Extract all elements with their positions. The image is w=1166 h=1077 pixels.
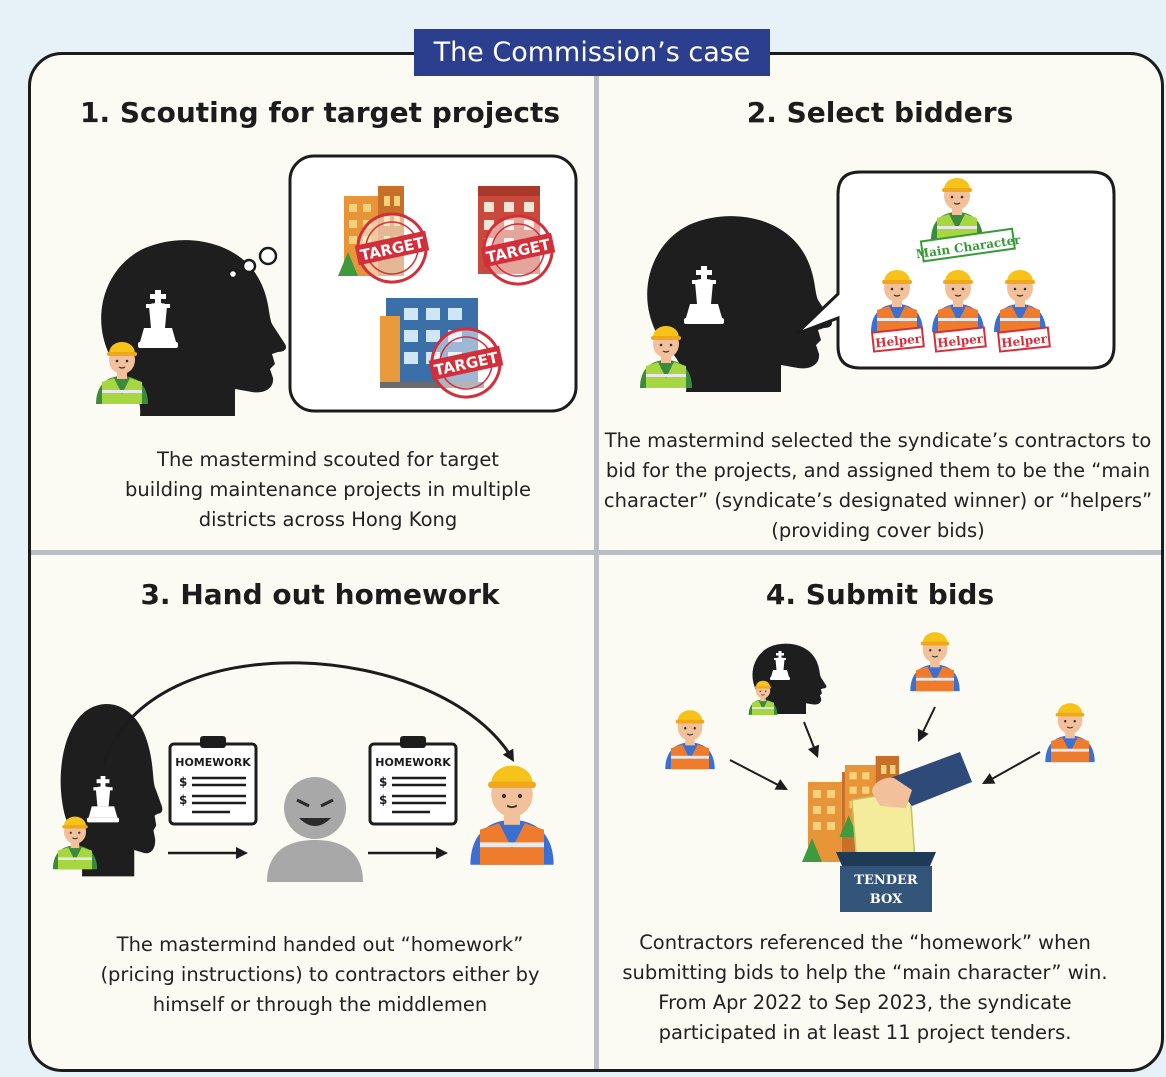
helper-label-1-text: Helper — [875, 332, 923, 351]
thought-bubbles — [227, 246, 278, 280]
svg-text:$: $ — [179, 775, 187, 789]
direct-arrow — [101, 661, 514, 766]
homework-clipboard-2: HOMEWORK $ $ — [368, 736, 458, 826]
banner-title: The Commission’s case — [414, 29, 770, 76]
hand — [872, 777, 912, 808]
panel-2-caption: The mastermind selected the syndicate’s … — [603, 429, 1153, 542]
panel-3-title: 3. Hand out homework — [140, 578, 500, 611]
contractor-worker-right — [1044, 702, 1096, 763]
svg-text:$: $ — [379, 775, 387, 789]
tender-box-text-1: TENDER — [854, 873, 918, 888]
contractor-worker-left — [664, 709, 716, 770]
panel-1-caption: The mastermind scouted for target buildi… — [125, 448, 531, 531]
target-stamp-1: TARGET — [354, 212, 430, 284]
panel-1-title: 1. Scouting for target projects — [79, 96, 561, 129]
target-stamp-3: TARGET — [428, 327, 504, 399]
homework-clipboard-1: HOMEWORK $ $ — [168, 736, 258, 826]
panel-3-illustration: HOMEWORK $ $ HOMEWORK $ $ — [52, 661, 555, 882]
helper-label-1: Helper — [870, 326, 925, 353]
svg-text:$: $ — [379, 793, 387, 807]
horizontal-divider — [31, 550, 1161, 555]
tender-box-text-2: BOX — [870, 892, 903, 907]
tender-box: TENDER BOX — [836, 852, 936, 912]
helper-label-2: Helper — [932, 326, 987, 353]
svg-text:$: $ — [179, 793, 187, 807]
panel-4-title: 4. Submit bids — [765, 578, 995, 611]
middleman-figure — [267, 777, 363, 882]
panel-3-caption: The mastermind handed out “homework” (pr… — [100, 933, 540, 1016]
panel-4-caption: Contractors referenced the “homework” wh… — [622, 931, 1108, 1044]
homework-label-2: HOMEWORK — [375, 756, 451, 769]
panel-2-illustration: Main Character Helper Helper Helper — [639, 170, 1116, 392]
homework-label-1: HOMEWORK — [175, 756, 251, 769]
helper-label-3: Helper — [996, 326, 1051, 353]
target-stamp-2: TARGET — [480, 214, 556, 286]
vertical-divider — [594, 55, 599, 1069]
helper-label-3-text: Helper — [1001, 332, 1049, 351]
helper-label-2-text: Helper — [937, 332, 985, 351]
panel-2-title: 2. Select bidders — [746, 96, 1014, 129]
contractor-worker — [469, 764, 555, 866]
contractor-worker-top — [909, 631, 961, 692]
panel-4-illustration: TENDER BOX — [664, 631, 1096, 912]
panel-1-illustration: TARGET TARGET TARGET — [95, 154, 578, 416]
